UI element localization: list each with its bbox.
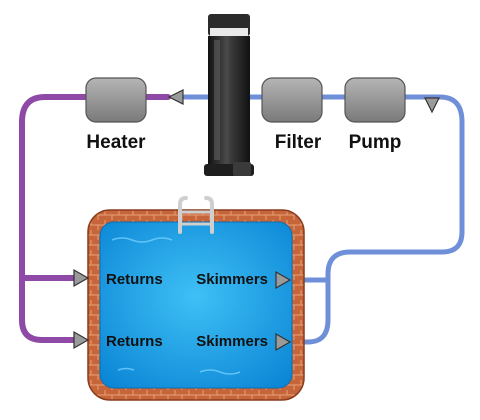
skimmers-lower-label: Skimmers [196,333,268,350]
check-valve-icon [167,89,184,105]
filter-icon [261,77,323,123]
skimmers-upper-label: Skimmers [196,271,268,288]
pump-label: Pump [349,132,402,153]
chlorinator-icon [204,14,254,176]
return-inlet-upper-icon [73,268,90,288]
heater-label: Heater [86,132,146,153]
skimmer-lower-icon [275,332,292,352]
return-line-main [19,94,91,343]
line-pump-to-skimmers [289,94,465,345]
skimmer-upper-icon [275,270,292,290]
pool-ladder-icon [178,196,214,234]
returns-lower-label: Returns [106,333,163,350]
pool-icon [87,209,305,401]
return-inlet-lower-icon [73,330,90,350]
flow-arrow-icon [424,97,440,114]
pump-icon [344,77,406,123]
returns-upper-label: Returns [106,271,163,288]
filter-label: Filter [275,132,322,153]
heater-icon [85,77,147,123]
